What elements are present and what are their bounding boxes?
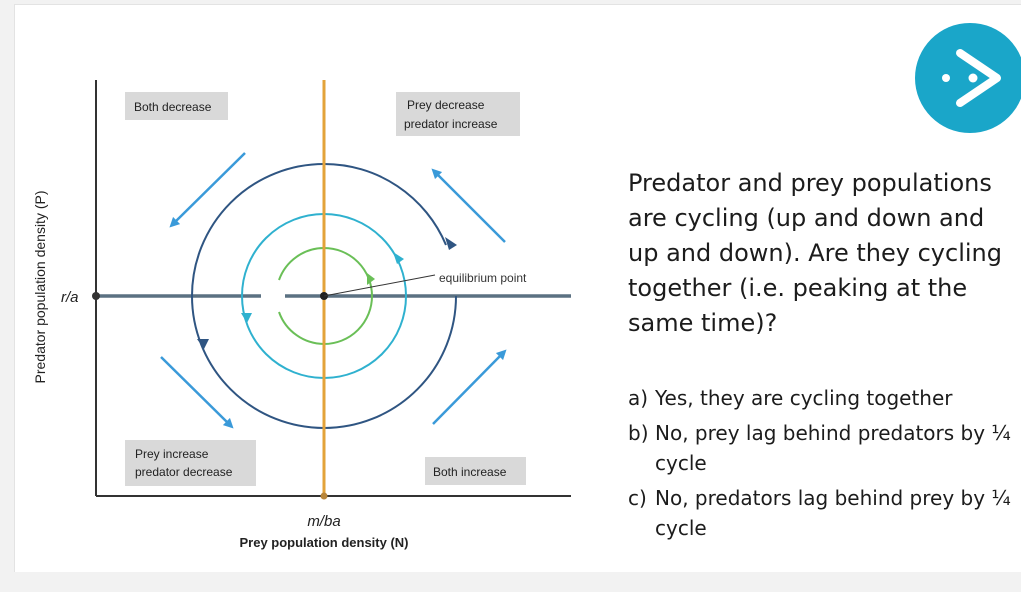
option-text: Yes, they are cycling together (655, 386, 953, 410)
flow-arrow-bottom-left (160, 356, 234, 429)
quadrant-top-right: Prey decrease predator increase (396, 92, 520, 136)
option-letter: a) (628, 386, 649, 410)
x-axis-label: Prey population density (N) (239, 535, 408, 550)
equilibrium-pointer (323, 274, 436, 297)
predator-prey-diagram: equilibrium point Both decrease Prey dec… (32, 80, 571, 550)
m-ba-point (320, 492, 328, 500)
option-c[interactable]: c) No, predators lag behind prey by ¼ cy… (628, 483, 1021, 543)
footer-bar (0, 572, 1021, 592)
middle-cycle-arrow-right (393, 252, 404, 264)
svg-text:Prey decrease: Prey decrease (407, 98, 485, 112)
inner-cycle-arrow (367, 273, 375, 285)
flow-arrow-bottom-right (432, 349, 507, 425)
y-axis-label: Predator population density (P) (32, 191, 48, 384)
outer-cycle-arrow-right (445, 237, 457, 250)
option-text: No, predators lag behind prey by ¼ cycle (655, 486, 1011, 540)
question-text: Predator and prey populations are cyclin… (628, 169, 1002, 337)
quadrant-bottom-left: Prey increase predator decrease (125, 440, 256, 486)
outer-cycle (191, 162, 457, 429)
svg-text:predator decrease: predator decrease (135, 465, 233, 479)
option-letter: b) (628, 421, 649, 445)
slide: equilibrium point Both decrease Prey dec… (14, 4, 1021, 573)
middle-cycle (241, 212, 407, 379)
option-text: No, prey lag behind predators by ¼ cycle (655, 421, 1011, 475)
svg-text:Both decrease: Both decrease (134, 100, 212, 114)
flow-arrow-top-left (169, 152, 246, 228)
svg-text:predator increase: predator increase (404, 117, 498, 131)
option-letter: c) (628, 486, 647, 510)
answer-options: a) Yes, they are cycling together b) No,… (628, 383, 1021, 548)
outer-cycle-arrow-left (197, 339, 209, 349)
flow-arrow-top-right (431, 168, 506, 243)
x-intercept-label: m/ba (307, 513, 340, 530)
svg-text:Prey increase: Prey increase (135, 447, 209, 461)
r-a-point (92, 292, 100, 300)
option-a[interactable]: a) Yes, they are cycling together (628, 383, 1021, 413)
option-b[interactable]: b) No, prey lag behind predators by ¼ cy… (628, 418, 1021, 478)
play-icon[interactable] (915, 23, 1021, 133)
inner-cycle (278, 295, 373, 346)
svg-text:Both increase: Both increase (433, 465, 507, 479)
equilibrium-label: equilibrium point (439, 271, 527, 285)
y-intercept-label: r/a (61, 289, 79, 306)
middle-cycle-arrow-left (241, 313, 252, 323)
quadrant-top-left: Both decrease (125, 92, 228, 120)
quadrant-bottom-right: Both increase (425, 457, 526, 485)
